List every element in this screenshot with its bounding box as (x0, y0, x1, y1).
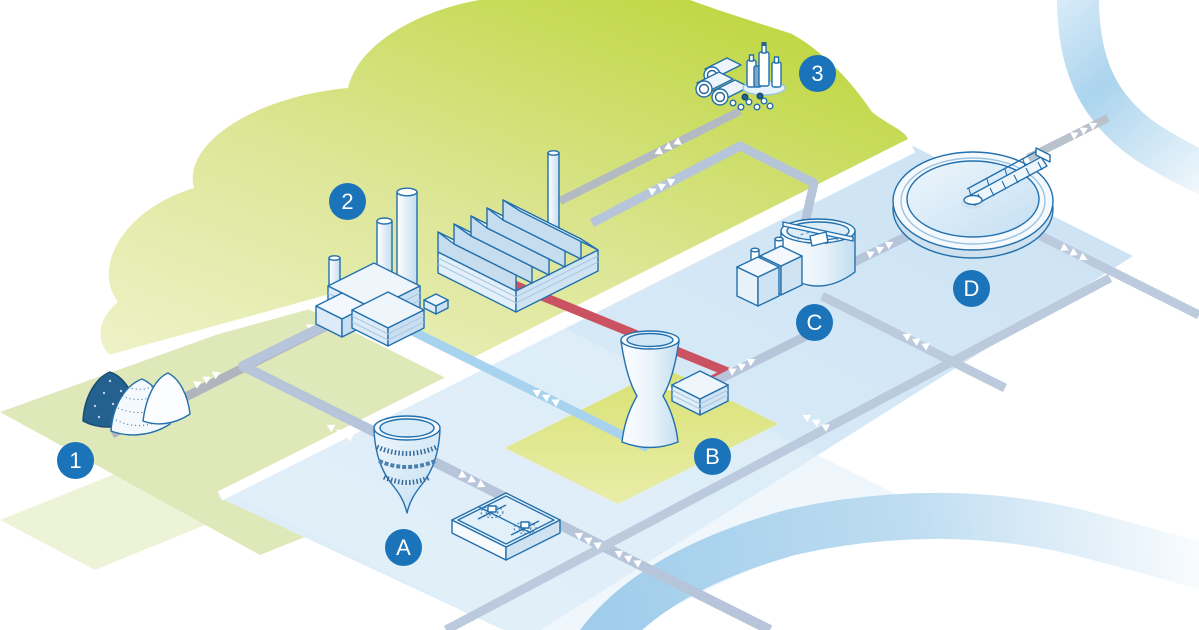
marker-1[interactable]: 1 (57, 442, 94, 479)
marker-d-label: D (963, 275, 980, 301)
marker-2[interactable]: 2 (329, 183, 366, 220)
pellets-icon (729, 92, 774, 111)
marker-3-label: 3 (811, 60, 824, 86)
marker-b[interactable]: B (694, 438, 731, 475)
marker-d[interactable]: D (953, 270, 990, 307)
stockpiles-icon (82, 371, 191, 436)
marker-1-label: 1 (69, 447, 82, 473)
marker-a-label: A (396, 534, 411, 560)
marker-a[interactable]: A (385, 529, 422, 566)
pipe-intake-line (238, 316, 773, 630)
power-plant-icon (315, 187, 425, 347)
media-filter-icon (373, 415, 441, 514)
marker-b-label: B (705, 443, 720, 469)
pipe-plant-to-reactor (589, 141, 819, 233)
factory-hall-icon (423, 150, 599, 315)
marker-2-label: 2 (341, 188, 354, 214)
pipe-network (109, 107, 1199, 630)
road-white (98, 291, 342, 367)
marker-3[interactable]: 3 (799, 55, 836, 92)
ground-strips (0, 305, 560, 570)
dosing-tanks-icon (736, 236, 803, 307)
pipe-reactor-out (819, 291, 1008, 393)
upper-river-icon (1056, 0, 1199, 195)
pipe-cooling-return (375, 309, 651, 453)
pipe-return-line (443, 274, 1113, 630)
cooling-tower-icon (620, 330, 680, 449)
clarifier-icon (892, 147, 1054, 259)
bottles-icon (742, 42, 786, 96)
pipe-chemicals (558, 107, 742, 205)
chemical-supplies-icon (695, 42, 786, 111)
pipe-b-to-c (703, 331, 809, 391)
reactor-tank-icon (780, 218, 856, 287)
cooling-tower-building-icon (671, 370, 729, 416)
flocculation-basin-icon (451, 492, 561, 561)
marker-c-label: C (806, 309, 823, 335)
lower-river-icon (580, 492, 1199, 630)
marker-c[interactable]: C (796, 304, 833, 341)
rolls-icon (695, 57, 750, 106)
